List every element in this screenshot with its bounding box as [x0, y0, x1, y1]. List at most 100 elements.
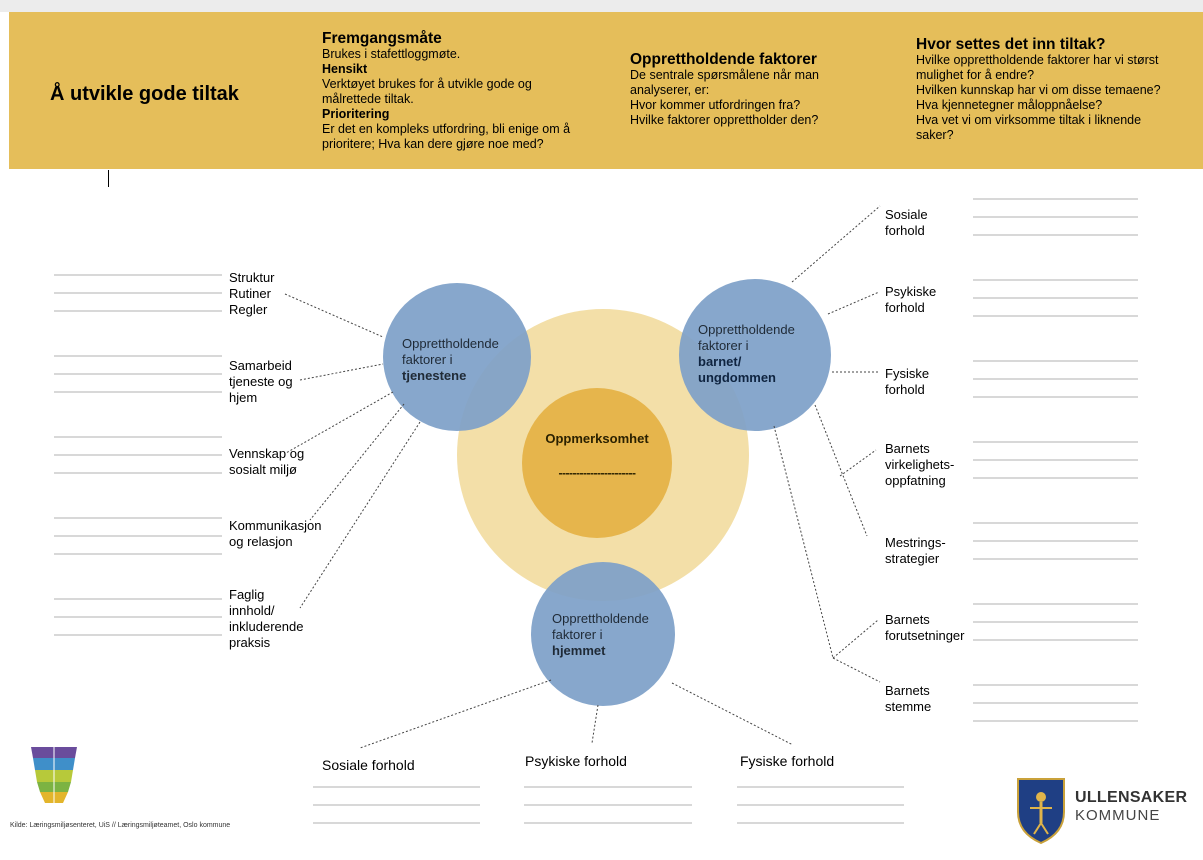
fremgangsmate-text: Brukes i stafettloggmøte. — [322, 47, 461, 61]
right-label-fysiske: Fysiske forhold — [885, 366, 929, 398]
opprettholdende-block: Opprettholdende faktorer De sentrale spø… — [630, 51, 819, 128]
connector-line — [827, 291, 880, 315]
right-label-virkelighet: Barnets virkelighets- oppfatning — [885, 441, 954, 489]
tjenestene-circle-label: Opprettholdende faktorer i tjenestene — [402, 336, 499, 384]
label-line: forhold — [885, 382, 925, 397]
circle-label-line: Opprettholdende — [552, 611, 649, 626]
connector-line — [299, 421, 421, 609]
label-line: hjem — [229, 390, 258, 405]
label-line: praksis — [229, 635, 271, 650]
connector-line — [671, 682, 794, 746]
connector-line — [832, 619, 879, 659]
right-label-sosiale: Sosiale forhold — [885, 207, 928, 239]
source-credit: Kilde: Læringsmiljøsenteret, UiS // Læri… — [10, 822, 231, 829]
label-line: forhold — [885, 223, 925, 238]
label-line: Faglig — [229, 587, 265, 602]
label-line: Sosiale — [885, 207, 928, 222]
right-label-forutsetninger: Barnets forutsetninger — [885, 612, 965, 644]
attention-center-circle — [522, 388, 672, 538]
tiltak-line: Hvilken kunnskap har vi om disse temaene… — [916, 83, 1161, 97]
connector-line — [309, 403, 405, 521]
right-label-stemme: Barnets stemme — [885, 683, 931, 715]
connector-line — [591, 704, 599, 744]
connector-line — [773, 425, 834, 659]
tiltak-line: Hva vet vi om virksomme tiltak i liknend… — [916, 113, 1142, 127]
label-line: Psykiske — [885, 284, 937, 299]
tiltak-heading: Hvor settes det inn tiltak? — [916, 36, 1106, 53]
bottom-label-fysiske: Fysiske forhold — [740, 753, 835, 769]
label-line: Vennskap og — [229, 446, 305, 461]
label-line: Fysiske — [885, 366, 930, 381]
tiltak-line: Hvilke opprettholdende faktorer har vi s… — [916, 53, 1159, 67]
connector-line — [285, 391, 394, 454]
label-line: Rutiner — [229, 286, 271, 301]
connector-line — [284, 293, 384, 338]
left-label-kommunikasjon: Kommunikasjon og relasjon — [229, 518, 322, 550]
left-label-vennskap: Vennskap og sosialt miljø — [229, 446, 304, 478]
connector-line — [359, 679, 552, 749]
center-title: Oppmerksomhet — [545, 431, 649, 446]
circle-label-bold: barnet/ — [698, 354, 742, 369]
circle-label-bold: ungdommen — [698, 370, 776, 385]
ullensaker-coat-of-arms-icon — [1017, 778, 1065, 845]
prioritering-heading: Prioritering — [322, 107, 390, 121]
connector-line — [839, 449, 877, 477]
writing-lines — [54, 198, 1138, 824]
logo-name: ULLENSAKER — [1075, 789, 1188, 806]
left-label-struktur: Struktur Rutiner Regler — [229, 270, 275, 318]
label-line: og relasjon — [229, 534, 293, 549]
top-border — [0, 0, 1203, 12]
label-line: strategier — [885, 551, 940, 566]
circle-label-line: faktorer i — [698, 338, 749, 353]
text-cursor — [108, 170, 109, 187]
circle-label-line: faktorer i — [402, 352, 453, 367]
circle-label-line: Opprettholdende — [698, 322, 795, 337]
hjemmet-circle-label: Opprettholdende faktorer i hjemmet — [552, 611, 649, 659]
label-line: Regler — [229, 302, 268, 317]
label-line: Samarbeid — [229, 358, 292, 373]
label-line: Barnets — [885, 683, 930, 698]
hensikt-line: målrettede tiltak. — [322, 92, 414, 106]
label-line: sosialt miljø — [229, 462, 297, 477]
circle-label-line: faktorer i — [552, 627, 603, 642]
puzzle-logo-icon — [31, 747, 77, 803]
header-band — [9, 12, 1203, 169]
bottom-label-sosiale: Sosiale forhold — [322, 757, 415, 773]
label-line: inkluderende — [229, 619, 304, 634]
hensikt-line: Verktøyet brukes for å utvikle gode og — [322, 77, 532, 91]
connector-line — [832, 657, 881, 683]
prioritering-line: prioritere; Hva kan dere gjøre noe med? — [322, 137, 544, 151]
label-line: tjeneste og — [229, 374, 293, 389]
bottom-label-psykiske: Psykiske forhold — [525, 753, 627, 769]
circle-label-line: Opprettholdende — [402, 336, 499, 351]
page-title: Å utvikle gode tiltak — [50, 83, 239, 105]
circle-label-bold: tjenestene — [402, 368, 467, 383]
tiltak-line: saker? — [916, 128, 954, 142]
label-line: stemme — [885, 699, 932, 714]
label-line: forutsetninger — [885, 628, 965, 643]
connector-lines — [284, 205, 881, 749]
tiltak-line: mulighet for å endre? — [916, 68, 1035, 82]
fremgangsmate-block: Fremgangsmåte Brukes i stafettloggmøte. … — [322, 30, 570, 152]
label-line: virkelighets- — [885, 457, 955, 472]
tiltak-block: Hvor settes det inn tiltak? Hvilke oppre… — [916, 36, 1161, 143]
label-line: Kommunikasjon — [229, 518, 322, 533]
opprettholdende-line: Hvor kommer utfordringen fra? — [630, 98, 801, 112]
circle-label-bold: hjemmet — [552, 643, 606, 658]
hjemmet-circle — [531, 562, 675, 706]
opprettholdende-heading: Opprettholdende faktorer — [630, 51, 817, 68]
logo-subtitle: KOMMUNE — [1075, 807, 1161, 824]
label-line: innhold/ — [229, 603, 275, 618]
connector-line — [791, 205, 881, 283]
left-label-faglig: Faglig innhold/ inkluderende praksis — [229, 587, 303, 651]
tjenestene-circle — [383, 283, 531, 431]
opprettholdende-line: De sentrale spørsmålene når man — [630, 68, 819, 82]
prioritering-line: Er det en kompleks utfordring, bli enige… — [322, 122, 571, 136]
opprettholdende-line: analyserer, er: — [630, 83, 710, 97]
barnet-circle-label: Opprettholdende faktorer i barnet/ ungdo… — [698, 322, 795, 386]
center-dashes: ---------------------- — [558, 466, 636, 480]
label-line: Struktur — [229, 270, 275, 285]
connector-line — [299, 363, 384, 381]
barnet-circle — [679, 279, 831, 431]
